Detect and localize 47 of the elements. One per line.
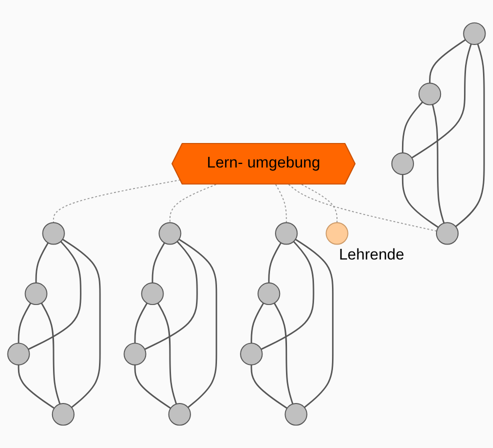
connector (40, 302, 61, 404)
node-circle (240, 342, 263, 366)
connector (134, 302, 148, 344)
connector (152, 242, 166, 283)
connector (35, 242, 49, 283)
node-circle (258, 282, 280, 306)
node-circle (42, 222, 65, 245)
connector (134, 364, 172, 409)
node-circle (52, 403, 75, 426)
connector (144, 241, 198, 350)
connector (53, 179, 181, 224)
node-circle (24, 282, 48, 306)
connector (288, 184, 438, 232)
connector (301, 184, 338, 224)
node-circle (391, 152, 414, 176)
connector (429, 39, 466, 84)
node-circle (436, 222, 459, 245)
connector (250, 302, 264, 344)
connector (411, 44, 472, 158)
node-circle (124, 342, 146, 366)
node-circle (326, 222, 348, 245)
node-circle (418, 82, 442, 106)
node-circle (168, 403, 191, 426)
connector (274, 302, 294, 404)
connector (268, 242, 282, 283)
connector (275, 184, 287, 224)
connector (18, 302, 32, 344)
connector (250, 364, 288, 409)
connector (402, 102, 424, 153)
connector (169, 184, 217, 224)
node-caption: Lehrende (338, 246, 404, 266)
connector (432, 104, 445, 224)
connector (455, 44, 485, 228)
node-circle (141, 282, 164, 306)
connector (260, 241, 314, 350)
connector (402, 174, 439, 228)
connector (62, 238, 101, 408)
connector (28, 241, 82, 350)
node-circle (284, 403, 308, 426)
node-circle (7, 342, 30, 366)
connector (295, 238, 334, 408)
node-circle (275, 222, 298, 245)
node-circle (158, 222, 182, 245)
connector (157, 302, 177, 404)
connector (178, 238, 218, 408)
node-circle (463, 22, 486, 45)
connector (18, 364, 55, 409)
